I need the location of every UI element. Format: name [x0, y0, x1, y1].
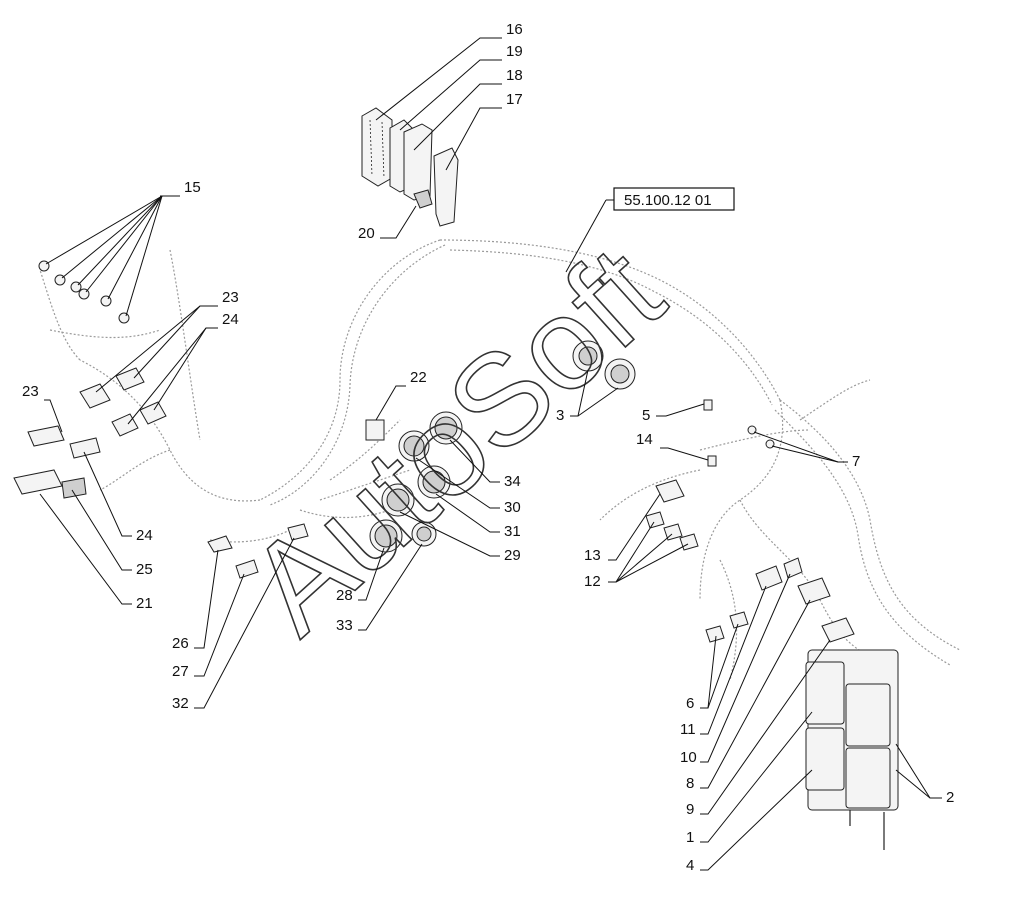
callout-13: 13 — [584, 547, 601, 564]
callout-6: 6 — [686, 695, 694, 712]
callout-23-left: 23 — [22, 383, 39, 400]
small-connectors — [207, 419, 385, 579]
callout-27: 27 — [172, 663, 189, 680]
callout-25: 25 — [136, 561, 153, 578]
callout-12: 12 — [584, 573, 601, 590]
connector-block-assembly — [361, 107, 459, 227]
callout-9: 9 — [686, 801, 694, 818]
callout-20: 20 — [358, 225, 375, 242]
callout-7: 7 — [852, 453, 860, 470]
callout-3: 3 — [556, 407, 564, 424]
callout-33: 33 — [336, 617, 353, 634]
ring-terminals — [38, 260, 130, 324]
callout-14: 14 — [636, 431, 653, 448]
reference-label: 55.100.12 01 — [565, 187, 735, 273]
svg-text:AutoSoft: AutoSoft — [221, 219, 689, 661]
svg-text:55.100.12 01: 55.100.12 01 — [624, 192, 712, 209]
callout-30: 30 — [504, 499, 521, 516]
right-connectors — [645, 479, 699, 551]
callout-10: 10 — [680, 749, 697, 766]
callout-24-bottom: 24 — [136, 527, 153, 544]
relay-connectors — [705, 557, 855, 643]
callout-19: 19 — [506, 43, 523, 60]
callout-22: 22 — [410, 369, 427, 386]
small-terminals — [703, 399, 775, 467]
left-connectors — [13, 367, 167, 499]
callout-28: 28 — [336, 587, 353, 604]
callout-31: 31 — [504, 523, 521, 540]
watermark: AutoSoft — [220, 218, 690, 662]
callout-21: 21 — [136, 595, 153, 612]
circular-connectors — [369, 411, 463, 553]
callout-16: 16 — [506, 21, 523, 38]
callout-18: 18 — [506, 67, 523, 84]
callout-29: 29 — [504, 547, 521, 564]
callout-34: 34 — [504, 473, 521, 490]
callout-11: 11 — [680, 721, 696, 738]
callout-15: 15 — [184, 179, 201, 196]
callout-23-top: 23 — [222, 289, 239, 306]
callouts: 16 19 18 17 20 15 23 24 23 24 — [22, 21, 954, 874]
callout-17: 17 — [506, 91, 523, 108]
callout-24-top: 24 — [222, 311, 239, 328]
control-units — [805, 649, 899, 850]
callout-4: 4 — [686, 857, 694, 874]
callout-5: 5 — [642, 407, 650, 424]
bulkhead-connectors — [572, 340, 636, 390]
callout-2: 2 — [946, 789, 954, 806]
callout-32: 32 — [172, 695, 189, 712]
callout-8: 8 — [686, 775, 694, 792]
callout-26: 26 — [172, 635, 189, 652]
callout-1: 1 — [686, 829, 694, 846]
